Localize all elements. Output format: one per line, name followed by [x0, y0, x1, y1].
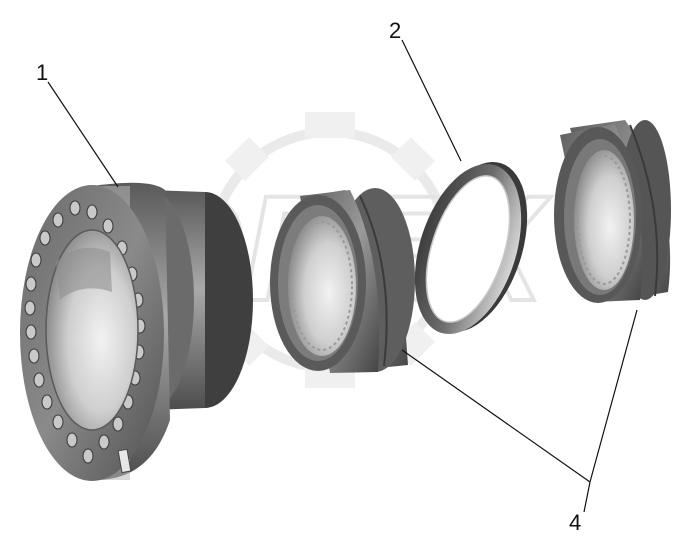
leader-line-1 [47, 81, 119, 188]
callout-label-1: 1 [36, 60, 48, 85]
part-4-bearing-ring-right [554, 120, 671, 303]
part-1-flanged-housing [20, 182, 253, 481]
leader-line-4c [583, 481, 591, 513]
callout-label-2: 2 [389, 18, 401, 43]
leader-lines [47, 39, 638, 513]
leader-line-4b [589, 309, 638, 483]
callout-label-4: 4 [569, 510, 581, 535]
part-2-spacer-washer [414, 162, 528, 334]
leader-line-2 [401, 39, 462, 162]
part-4-bearing-ring-left [270, 188, 415, 373]
leader-line-4a [401, 349, 591, 483]
